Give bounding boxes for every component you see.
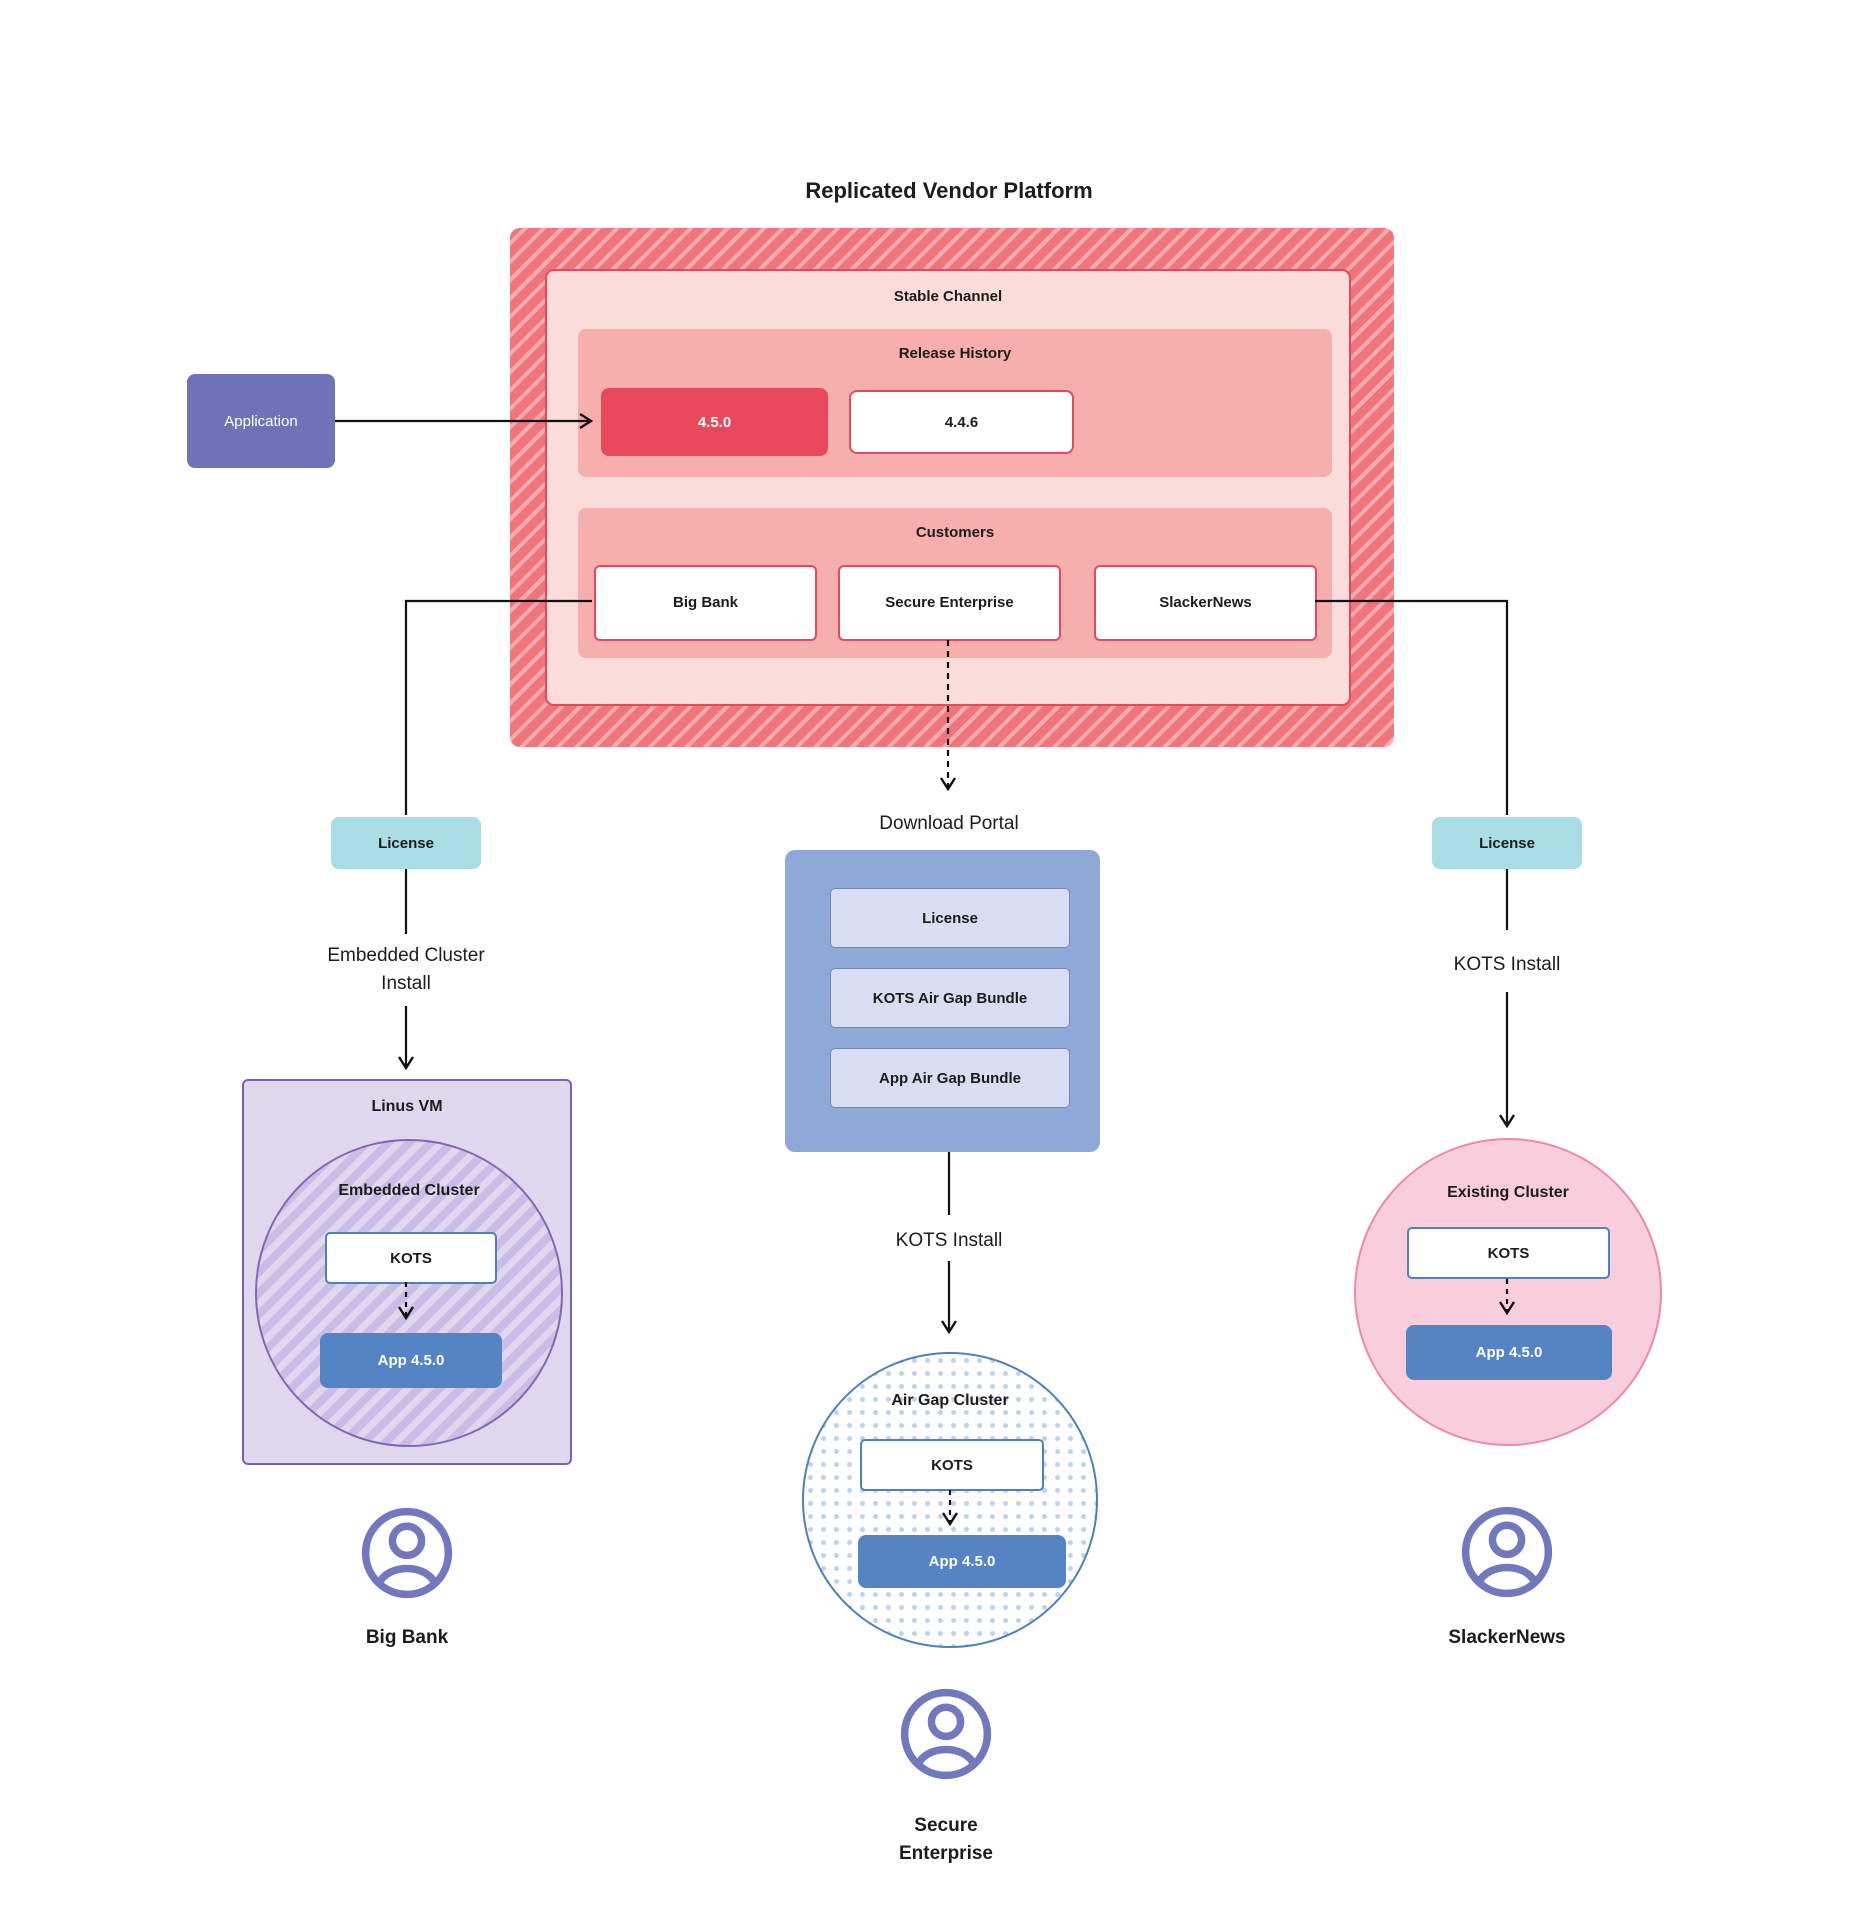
license-chip-left: License <box>331 817 481 869</box>
kots-install-label-middle: KOTS Install <box>895 1230 1003 1251</box>
stable-channel-label: Stable Channel <box>893 288 1003 305</box>
customers-label: Customers <box>915 524 995 541</box>
big-bank-user-icon <box>360 1506 454 1605</box>
download-portal-label: Download Portal <box>879 813 1019 834</box>
download-portal-box: License KOTS Air Gap Bundle App Air Gap … <box>785 850 1100 1152</box>
platform-box: Stable Channel Release History 4.5.0 4.4… <box>510 228 1394 747</box>
embedded-cluster-circle: Embedded Cluster KOTS App 4.5.0 <box>255 1139 563 1447</box>
customer-big-bank: Big Bank <box>594 565 817 641</box>
air-gap-cluster-circle: Air Gap Cluster KOTS App 4.5.0 <box>802 1352 1098 1648</box>
release-item-previous: 4.4.6 <box>849 390 1074 454</box>
linus-vm-label: Linus VM <box>371 1098 443 1115</box>
existing-cluster-circle: Existing Cluster KOTS App 4.5.0 <box>1354 1138 1662 1446</box>
kots-node-existing: KOTS <box>1407 1227 1610 1279</box>
portal-item-kots-airgap-bundle: KOTS Air Gap Bundle <box>830 968 1070 1028</box>
slackernews-user-icon <box>1460 1505 1554 1604</box>
air-gap-cluster-label: Air Gap Cluster <box>891 1392 1009 1409</box>
secure-enterprise-user-icon <box>899 1687 993 1786</box>
portal-item-app-airgap-bundle: App Air Gap Bundle <box>830 1048 1070 1108</box>
secure-enterprise-user-label-line2: Enterprise <box>899 1843 993 1864</box>
app-node-airgap: App 4.5.0 <box>858 1535 1066 1588</box>
customers-section: Customers Big Bank Secure Enterprise Sla… <box>578 508 1332 658</box>
secure-enterprise-user-label-line1: Secure <box>914 1815 978 1836</box>
release-history-label: Release History <box>898 345 1012 362</box>
portal-item-license: License <box>830 888 1070 948</box>
kots-node-embedded: KOTS <box>325 1232 497 1284</box>
slackernews-user-label: SlackerNews <box>1448 1627 1566 1648</box>
embedded-cluster-label: Embedded Cluster <box>338 1182 480 1199</box>
app-node-existing: App 4.5.0 <box>1406 1325 1612 1380</box>
application-node: Application <box>187 374 335 468</box>
embedded-cluster-install-label: Embedded Cluster Install <box>327 942 484 998</box>
license-chip-right: License <box>1432 817 1582 869</box>
linus-vm-box: Linus VM Embedded Cluster KOTS App 4.5.0 <box>242 1079 572 1465</box>
kots-install-label-right: KOTS Install <box>1453 954 1561 975</box>
diagram-title: Replicated Vendor Platform <box>805 178 1093 203</box>
embedded-cluster-install-line1: Embedded Cluster <box>327 945 485 966</box>
app-node-embedded: App 4.5.0 <box>320 1333 502 1388</box>
release-item-current: 4.5.0 <box>601 388 828 456</box>
kots-node-airgap: KOTS <box>860 1439 1044 1491</box>
existing-cluster-label: Existing Cluster <box>1447 1184 1569 1201</box>
stable-channel-box: Stable Channel Release History 4.5.0 4.4… <box>545 269 1351 706</box>
secure-enterprise-user-label: Secure Enterprise <box>899 1812 993 1868</box>
release-history-section: Release History 4.5.0 4.4.6 <box>578 329 1332 477</box>
embedded-cluster-install-line2: Install <box>381 973 431 994</box>
customer-slackernews: SlackerNews <box>1094 565 1317 641</box>
customer-secure-enterprise: Secure Enterprise <box>838 565 1061 641</box>
big-bank-user-label: Big Bank <box>365 1627 449 1648</box>
